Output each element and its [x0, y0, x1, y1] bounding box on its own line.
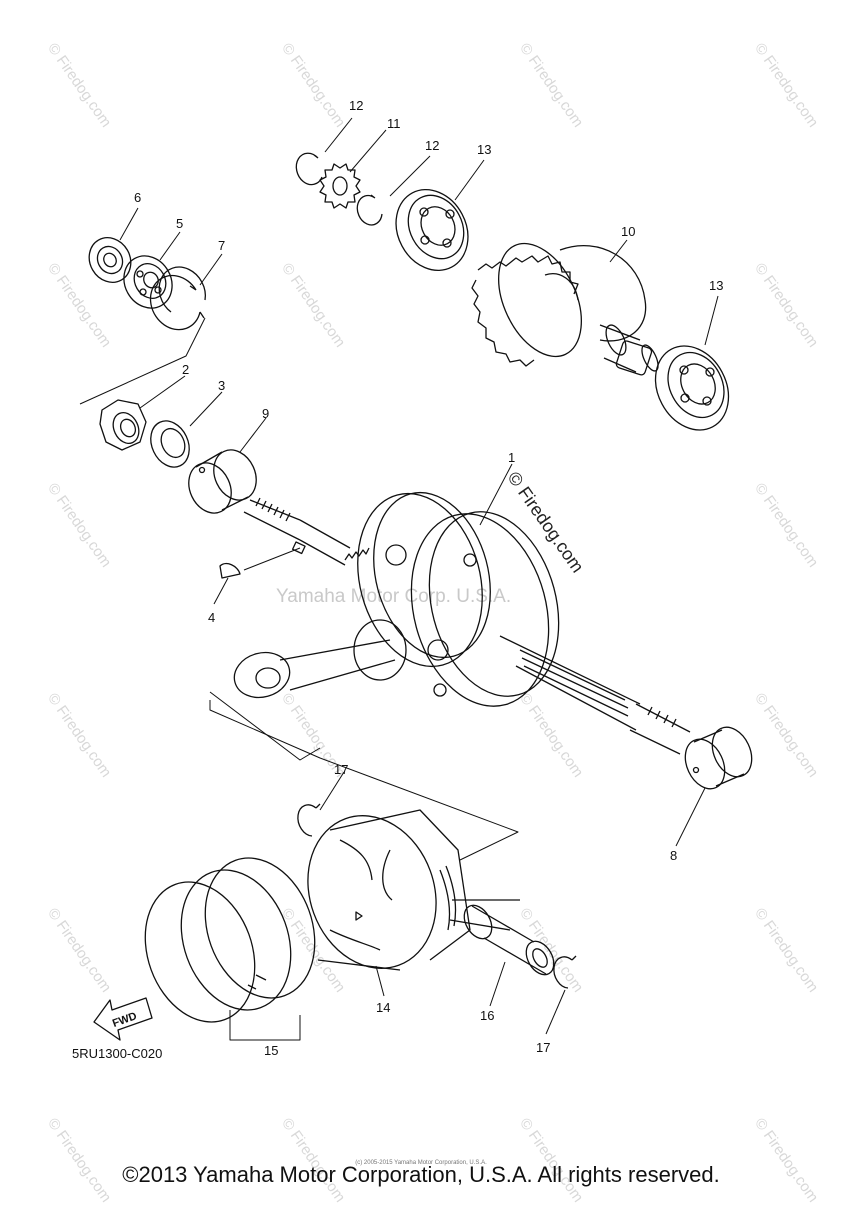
- part-6-bearing: [88, 237, 132, 283]
- part-5-bearing: [123, 255, 173, 309]
- part-number-labels: 1 2 3 4 5 6 7 8 9 10 11 12 12 13 13 14 1…: [111, 98, 724, 1058]
- label-part-7: 7: [218, 238, 225, 253]
- label-part-14: 14: [376, 1000, 390, 1015]
- part-11-sprocket: [319, 163, 361, 209]
- label-part-3: 3: [218, 378, 225, 393]
- center-watermark: Yamaha Motor Corp. U.S.A.: [276, 586, 512, 607]
- leader-lines: [79, 117, 719, 1041]
- part-2-nut: [99, 399, 147, 451]
- label-part-11: 11: [387, 116, 401, 131]
- label-part-12: 12: [425, 138, 439, 153]
- part-3-washer: [150, 420, 190, 468]
- copyright-notice: ©2013 Yamaha Motor Corporation, U.S.A. A…: [122, 1162, 720, 1187]
- label-part-13: 13: [477, 142, 491, 157]
- label-part-10: 10: [621, 224, 635, 239]
- label-part-13: 13: [709, 278, 723, 293]
- part-17-clip-upper: [297, 803, 321, 837]
- part-16-wrist-pin: [463, 904, 555, 976]
- part-12-circlip: [295, 152, 323, 186]
- part-9-bushing: [188, 449, 257, 514]
- label-part-6: 6: [134, 190, 141, 205]
- part-10-gear-shaft: [471, 242, 659, 376]
- label-part-1: 1: [508, 450, 515, 465]
- label-part-12: 12: [349, 98, 363, 113]
- label-part-9: 9: [262, 406, 269, 421]
- part-15-rings: [144, 857, 316, 1023]
- part-4-key: [219, 562, 241, 579]
- part-17-clip-lower: [553, 955, 577, 989]
- fwd-arrow-icon: [93, 997, 153, 1041]
- part-14-piston: [307, 809, 520, 971]
- label-part-8: 8: [670, 848, 677, 863]
- part-13-bearing-lower: [654, 345, 730, 431]
- label-part-5: 5: [176, 216, 183, 231]
- label-part-17: 17: [334, 762, 348, 777]
- label-part-16: 16: [480, 1008, 494, 1023]
- tiny-print: (c) 2005-2015 Yamaha Motor Corporation, …: [355, 1160, 487, 1166]
- diagram-code: 5RU1300-C020: [72, 1046, 163, 1061]
- label-part-2: 2: [182, 362, 189, 377]
- part-1-crankshaft: [233, 491, 691, 755]
- label-part-17: 17: [536, 1040, 550, 1055]
- label-part-4: 4: [208, 610, 215, 625]
- part-8-bushing: [684, 726, 753, 790]
- label-part-15: 15: [264, 1043, 278, 1058]
- part-13-bearing-upper: [395, 188, 469, 272]
- part-7-circlip: [149, 274, 205, 331]
